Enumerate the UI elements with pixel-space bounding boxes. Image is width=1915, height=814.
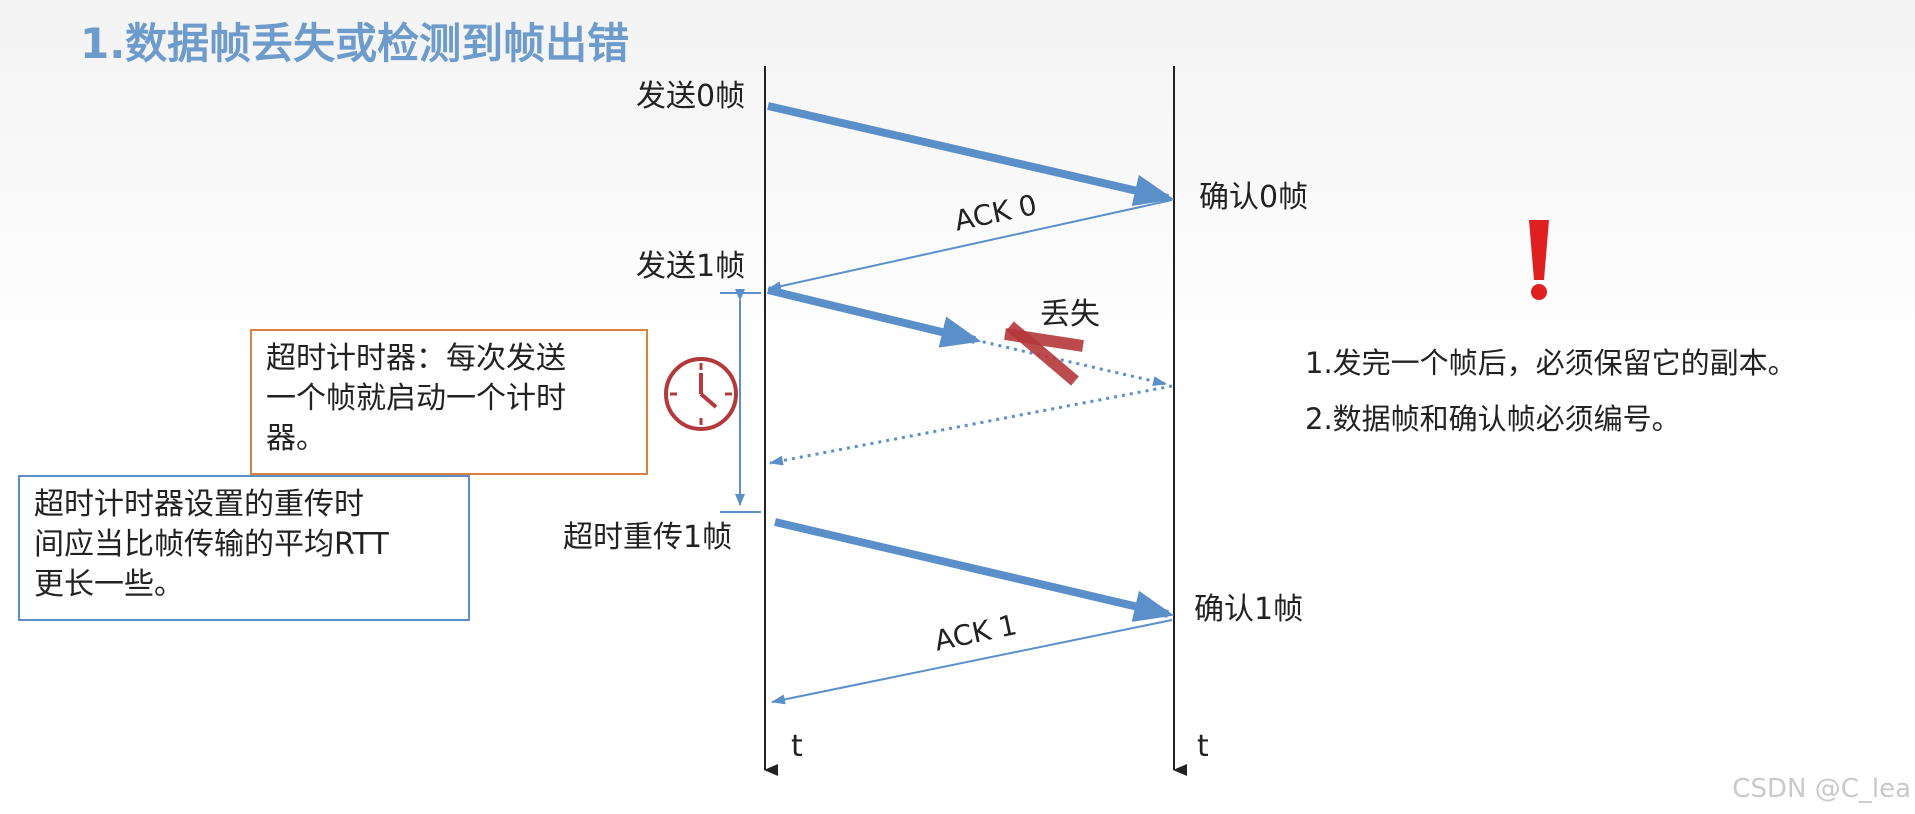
timeout-resend-label: 超时重传1帧 [563, 520, 733, 555]
rtt-box-line: 超时计时器设置的重传时 [34, 487, 364, 522]
page-title: 1.数据帧丢失或检测到帧出错 [80, 19, 630, 68]
confirm-frame0-label: 确认0帧 [1199, 180, 1309, 215]
timer-box-line: 一个帧就启动一个计时 [266, 381, 566, 416]
ack1-arrow [771, 619, 1173, 705]
ack0-arrow [767, 199, 1173, 292]
frame0-arrow [767, 102, 1175, 207]
note-numbering: 2.数据帧和确认帧必须编号。 [1305, 402, 1681, 436]
sender-time-axis-label: t [791, 729, 803, 764]
cross-icon [1004, 321, 1084, 386]
notes-list: 1.发完一个帧后，必须保留它的副本。 2.数据帧和确认帧必须编号。 [1305, 335, 1797, 447]
frame1-lost-path [974, 338, 1167, 386]
missing-ack-path [769, 384, 1173, 466]
note-keep-copy: 1.发完一个帧后，必须保留它的副本。 [1305, 346, 1797, 380]
receiver-time-axis-label: t [1197, 729, 1209, 764]
timeout-interval-bracket [720, 289, 761, 513]
frame1-resend-arrow [774, 518, 1175, 622]
send-frame0-label: 发送0帧 [636, 79, 746, 114]
frame1-arrow [767, 286, 982, 348]
rtt-box-line: 间应当比帧传输的平均RTT [34, 527, 389, 562]
confirm-frame1-label: 确认1帧 [1194, 592, 1304, 627]
timer-box-line: 器。 [266, 421, 326, 456]
watermark: CSDN @C_lea [1732, 774, 1911, 804]
rtt-explanation-box: 超时计时器设置的重传时 间应当比帧传输的平均RTT 更长一些。 [18, 475, 470, 621]
timer-explanation-box: 超时计时器：每次发送 一个帧就启动一个计时 器。 [250, 329, 648, 475]
exclamation-icon [1529, 220, 1549, 300]
lost-label: 丢失 [1040, 297, 1100, 332]
rtt-box-line: 更长一些。 [34, 567, 184, 602]
send-frame1-label: 发送1帧 [636, 249, 746, 284]
clock-icon [664, 357, 738, 431]
timer-box-line: 超时计时器：每次发送 [266, 341, 566, 376]
